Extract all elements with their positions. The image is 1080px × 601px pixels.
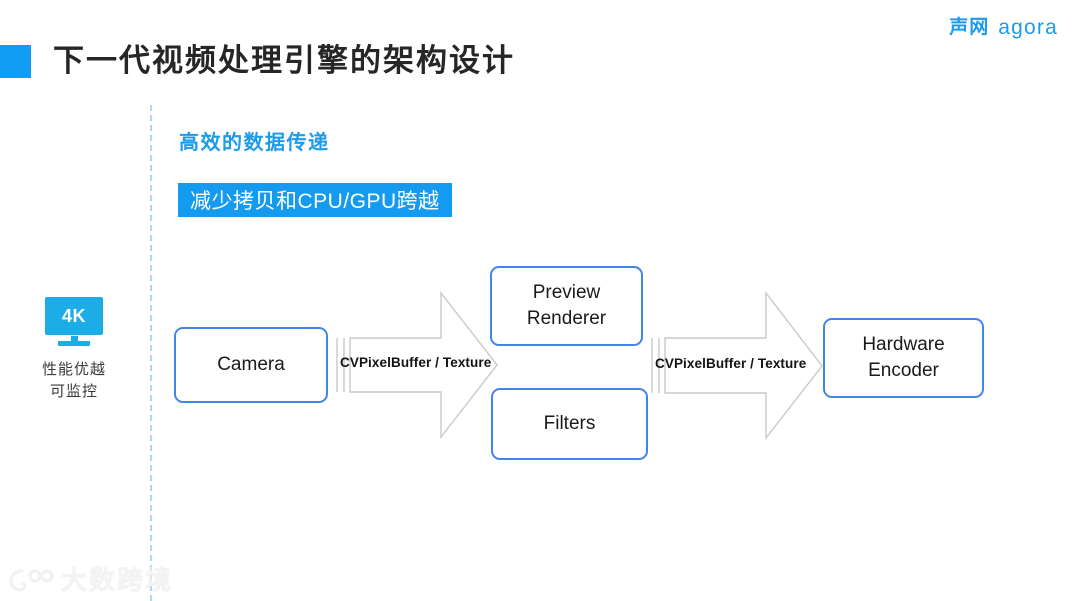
node-camera[interactable]: Camera [174, 327, 328, 403]
node-hardware-encoder-label-line-2: Encoder [868, 360, 939, 381]
resolution-badge: 4K [61, 306, 86, 326]
page-title: 下一代视频处理引擎的架构设计 [53, 43, 515, 78]
page-title-row: 下一代视频处理引擎的架构设计 [0, 43, 515, 78]
title-accent-bar [0, 44, 31, 78]
node-hardware-encoder[interactable]: Hardware Encoder [823, 318, 984, 398]
feature-text: 性能优越 可监控 [18, 359, 130, 403]
watermark: 大数跨境 [8, 567, 173, 593]
node-preview-renderer[interactable]: Preview Renderer [490, 266, 643, 346]
section-heading: 高效的数据传递 [179, 132, 330, 154]
monitor-neck [70, 336, 78, 341]
node-camera-label: Camera [217, 354, 285, 376]
feature-text-line-1: 性能优越 [41, 361, 106, 378]
watermark-text: 大数跨境 [61, 565, 174, 595]
node-filters[interactable]: Filters [491, 388, 648, 460]
monitor-4k-icon: 4K [45, 297, 103, 347]
arrow-2-label: CVPixelBuffer / Texture [655, 356, 807, 371]
node-filters-label: Filters [543, 413, 596, 435]
watermark-logo-icon [9, 569, 54, 592]
node-hardware-encoder-label-line-1: Hardware [862, 334, 945, 356]
feature-text-line-2: 可监控 [49, 382, 98, 400]
feature-callout: 4K 性能优越 可监控 [18, 297, 130, 403]
vertical-dashed-divider [150, 105, 152, 601]
node-preview-renderer-label-line-1: Preview [532, 282, 601, 304]
agora-logo: 声网 agora [949, 17, 1058, 38]
brand-name-cn: 声网 [949, 17, 990, 38]
brand-name-en: agora [998, 16, 1058, 39]
highlight-banner-label: 减少拷贝和CPU/GPU跨越 [190, 190, 440, 213]
arrow-1-label: CVPixelBuffer / Texture [340, 355, 492, 370]
highlight-banner: 减少拷贝和CPU/GPU跨越 [178, 183, 452, 217]
monitor-base [58, 341, 90, 346]
monitor-screen: 4K [45, 297, 103, 335]
node-preview-renderer-label-line-2: Renderer [526, 308, 607, 329]
